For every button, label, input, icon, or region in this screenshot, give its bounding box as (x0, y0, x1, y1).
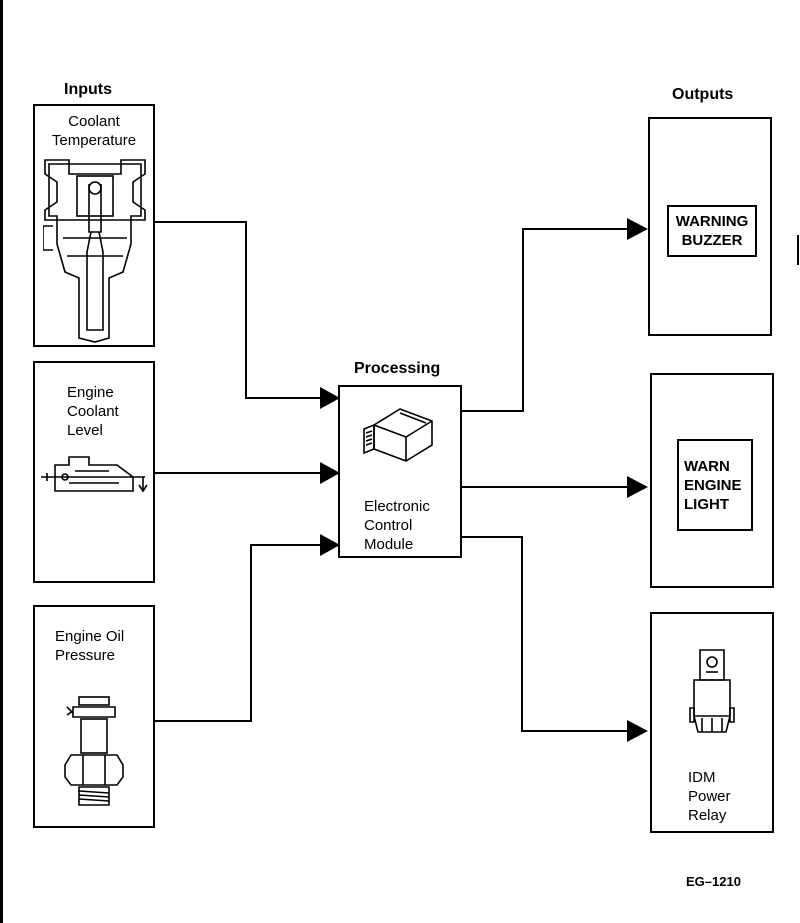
arrow-to-ecm-3 (320, 534, 340, 556)
figure-reference: EG–1210 (686, 874, 741, 889)
input-engine-coolant-level: Engine Coolant Level (33, 361, 155, 583)
page-border-right (797, 235, 799, 265)
oil-pressure-sensor-icon (64, 696, 124, 806)
outputs-heading: Outputs (672, 86, 734, 103)
oil-pressure-wire (154, 544, 322, 722)
arrow-to-buzzer (627, 218, 648, 240)
arrow-to-relay (627, 720, 648, 742)
relay-wire (462, 536, 628, 732)
output-idm-power-relay: IDM Power Relay (650, 612, 774, 833)
input-coolant-temperature: Coolant Temperature (33, 104, 155, 347)
coolant-level-sensor-icon (41, 456, 148, 493)
arrow-to-ecm-2 (320, 462, 340, 484)
output-warning-buzzer: WARNING BUZZER (648, 117, 772, 336)
control-module-icon (363, 408, 433, 462)
warning-buzzer-sign: WARNING BUZZER (667, 205, 757, 257)
processor-label: Electronic Control Module (364, 498, 430, 553)
coolant-temperature-sensor-icon (43, 159, 146, 343)
output-warn-engine-light: WARN ENGINE LIGHT (650, 373, 774, 588)
inputs-heading: Inputs (64, 81, 112, 98)
processing-heading: Processing (354, 360, 441, 377)
arrow-to-ecm-1 (320, 387, 340, 409)
relay-icon (689, 649, 735, 733)
input-engine-oil-pressure: Engine Oil Pressure (33, 605, 155, 828)
buzzer-wire (462, 228, 628, 412)
relay-label: IDM Power Relay (688, 769, 731, 824)
input-label: Engine Coolant Level (67, 384, 119, 439)
arrow-to-light (627, 476, 648, 498)
coolant-temp-wire (154, 221, 322, 399)
page-border-left (0, 0, 3, 923)
input-label: Engine Oil Pressure (55, 628, 125, 664)
processor-ecm: Electronic Control Module (338, 385, 462, 558)
warn-engine-light-sign: WARN ENGINE LIGHT (677, 439, 753, 531)
input-label: Coolant Temperature (51, 113, 137, 149)
